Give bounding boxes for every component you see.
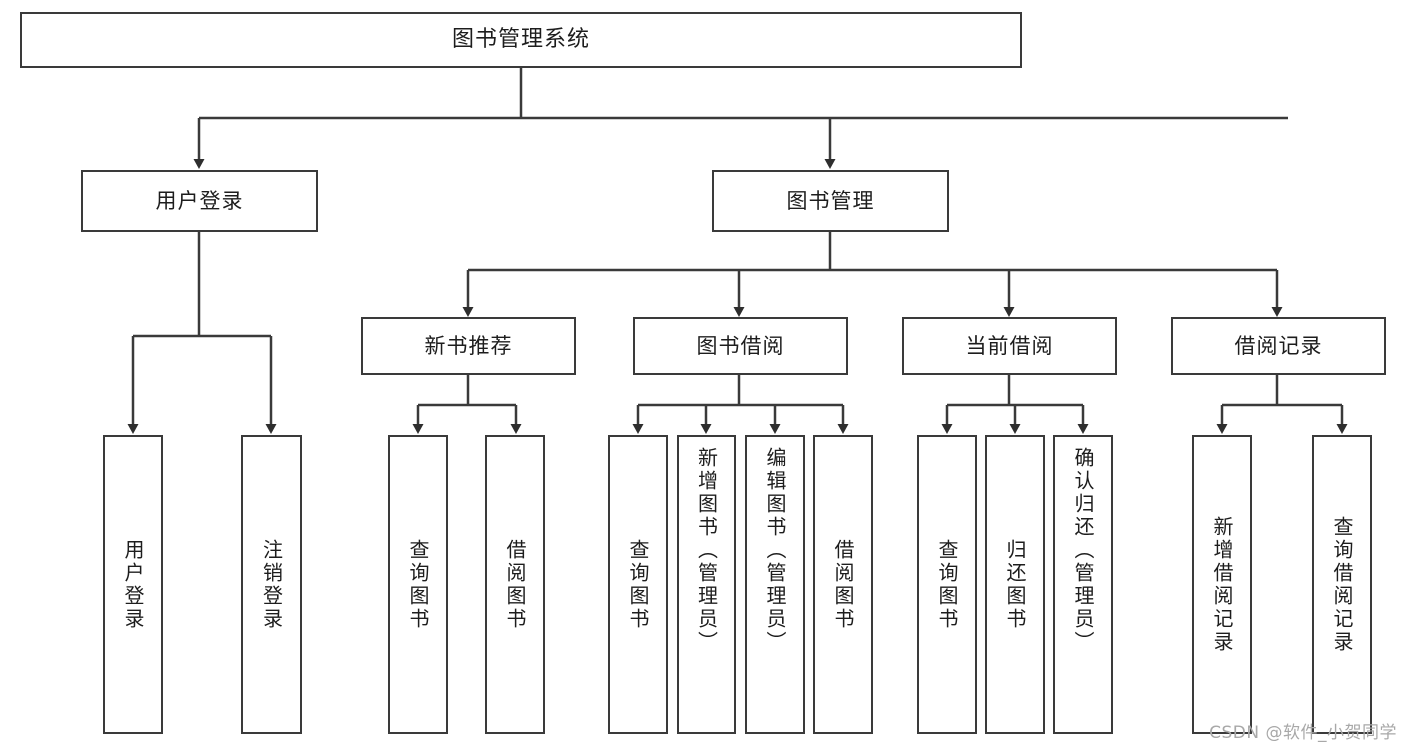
node-label: 确认归还（管理员）	[1071, 447, 1095, 654]
node-label: 借阅记录	[1234, 333, 1323, 358]
node-label: 图书管理	[786, 188, 875, 213]
node-leaf-query-book-3[interactable]: 查询图书	[917, 435, 977, 734]
node-label: 查询图书	[626, 538, 650, 631]
node-leaf-query-book-2[interactable]: 查询图书	[608, 435, 668, 734]
node-label: 图书借阅	[696, 333, 785, 358]
csdn-watermark: CSDN @软件_小贺同学	[1209, 723, 1397, 743]
node-label: 用户登录	[121, 538, 145, 631]
node-current-borrow[interactable]: 当前借阅	[902, 317, 1117, 375]
node-label: 查询借阅记录	[1330, 515, 1354, 654]
node-label: 图书管理系统	[451, 27, 590, 53]
node-leaf-user-logout[interactable]: 注销登录	[241, 435, 302, 734]
node-leaf-query-book-1[interactable]: 查询图书	[388, 435, 448, 734]
node-label: 查询图书	[935, 538, 959, 631]
node-new-book-recommend[interactable]: 新书推荐	[361, 317, 576, 375]
node-user-login[interactable]: 用户登录	[81, 170, 318, 232]
node-label: 新增借阅记录	[1210, 515, 1234, 654]
node-book-borrow[interactable]: 图书借阅	[633, 317, 848, 375]
node-root-system[interactable]: 图书管理系统	[20, 12, 1022, 68]
node-leaf-add-record[interactable]: 新增借阅记录	[1192, 435, 1252, 734]
node-label: 当前借阅	[965, 333, 1054, 358]
node-label: 编辑图书（管理员）	[763, 447, 787, 654]
node-label: 注销登录	[259, 538, 284, 631]
node-label: 借阅图书	[503, 538, 527, 631]
node-label: 归还图书	[1003, 538, 1027, 631]
node-label: 借阅图书	[831, 538, 855, 631]
node-leaf-query-record[interactable]: 查询借阅记录	[1312, 435, 1372, 734]
node-leaf-borrow-book-2[interactable]: 借阅图书	[813, 435, 873, 734]
node-label: 新增图书（管理员）	[694, 447, 719, 654]
node-label: 用户登录	[155, 188, 244, 213]
node-leaf-borrow-book-1[interactable]: 借阅图书	[485, 435, 545, 734]
node-label: 新书推荐	[424, 333, 513, 358]
node-leaf-confirm-return[interactable]: 确认归还（管理员）	[1053, 435, 1113, 734]
node-book-manage[interactable]: 图书管理	[712, 170, 949, 232]
node-leaf-user-login[interactable]: 用户登录	[103, 435, 163, 734]
node-leaf-return-book[interactable]: 归还图书	[985, 435, 1045, 734]
node-leaf-add-book[interactable]: 新增图书（管理员）	[677, 435, 736, 734]
node-leaf-edit-book[interactable]: 编辑图书（管理员）	[745, 435, 805, 734]
node-label: 查询图书	[406, 538, 430, 631]
node-borrow-record[interactable]: 借阅记录	[1171, 317, 1386, 375]
